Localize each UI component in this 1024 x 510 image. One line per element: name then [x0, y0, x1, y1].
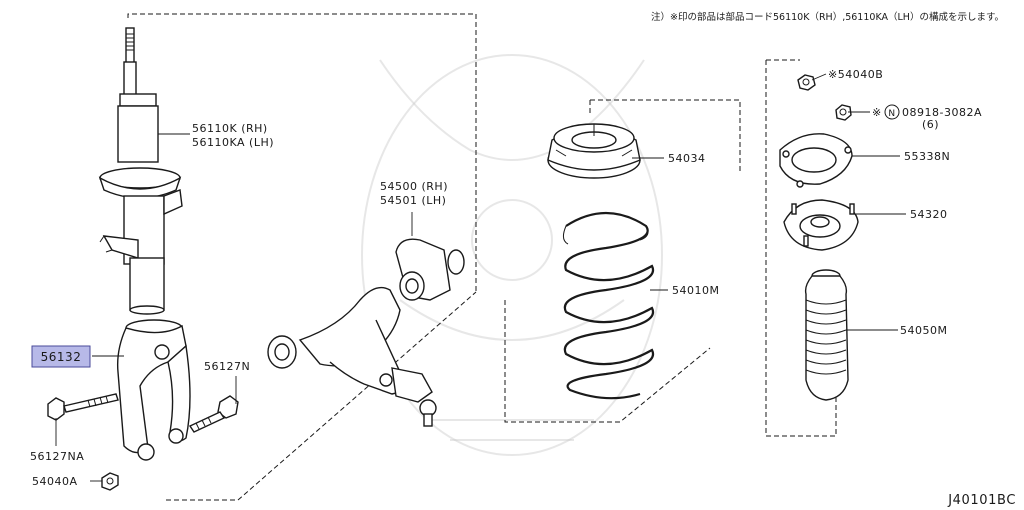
highlight-box-56132[interactable] — [31, 345, 91, 368]
leader-lines — [55, 73, 906, 482]
watermark-emblem — [361, 54, 663, 456]
nut-08918-3082a — [835, 104, 852, 121]
spring-seat-54034 — [547, 123, 641, 179]
lower-arm — [267, 238, 465, 427]
label-fork[interactable]: 56132 — [41, 350, 82, 364]
n-circle-icon — [884, 104, 900, 120]
dashed-outline-spring — [504, 99, 741, 423]
coil-spring-54010m — [562, 211, 655, 400]
label-nut-54040b: ※54040B — [828, 68, 883, 81]
bolt-56127na — [47, 393, 119, 421]
label-bound-bumper: 54050M — [900, 324, 947, 337]
label-insulator: 55338N — [904, 150, 950, 163]
label-bolt-56127na: 56127NA — [30, 450, 84, 463]
note-text: 注）※印の部品は部品コード56110K（RH）,56110KA（LH）の構成を示… — [651, 11, 1004, 23]
label-bolt-56127n: 56127N — [204, 360, 250, 373]
label-nut-54040a: 54040A — [32, 475, 78, 488]
nut-54040a — [101, 472, 119, 491]
bolt-56127n — [188, 395, 239, 433]
label-spring-seat: 54034 — [668, 152, 706, 165]
label-nut-08918-prefix: ※ — [872, 106, 882, 119]
diagram-code: J40101BC — [947, 493, 1016, 508]
bound-bumper-54050m — [804, 269, 849, 401]
label-strut-rh: 56110K (RH) — [192, 122, 268, 135]
label-nut-08918-circle: N — [888, 109, 895, 119]
label-strut-lh: 56110KA (LH) — [192, 136, 274, 149]
label-mount: 54320 — [910, 208, 948, 221]
label-lower-arm-lh: 54501 (LH) — [380, 194, 446, 207]
nut-54040b — [797, 74, 816, 91]
dashed-outline-strut — [127, 13, 477, 501]
strut-mount-54320 — [783, 199, 859, 251]
strut-assembly — [98, 27, 183, 315]
label-lower-arm-rh: 54500 (RH) — [380, 180, 448, 193]
insulator-55338n — [779, 133, 853, 188]
label-nut-08918-qty: (6) — [922, 118, 939, 131]
fork-56132 — [116, 319, 191, 461]
dashed-outline-mount — [765, 59, 837, 437]
label-nut-08918: 08918-3082A — [902, 106, 982, 119]
label-spring: 54010M — [672, 284, 719, 297]
